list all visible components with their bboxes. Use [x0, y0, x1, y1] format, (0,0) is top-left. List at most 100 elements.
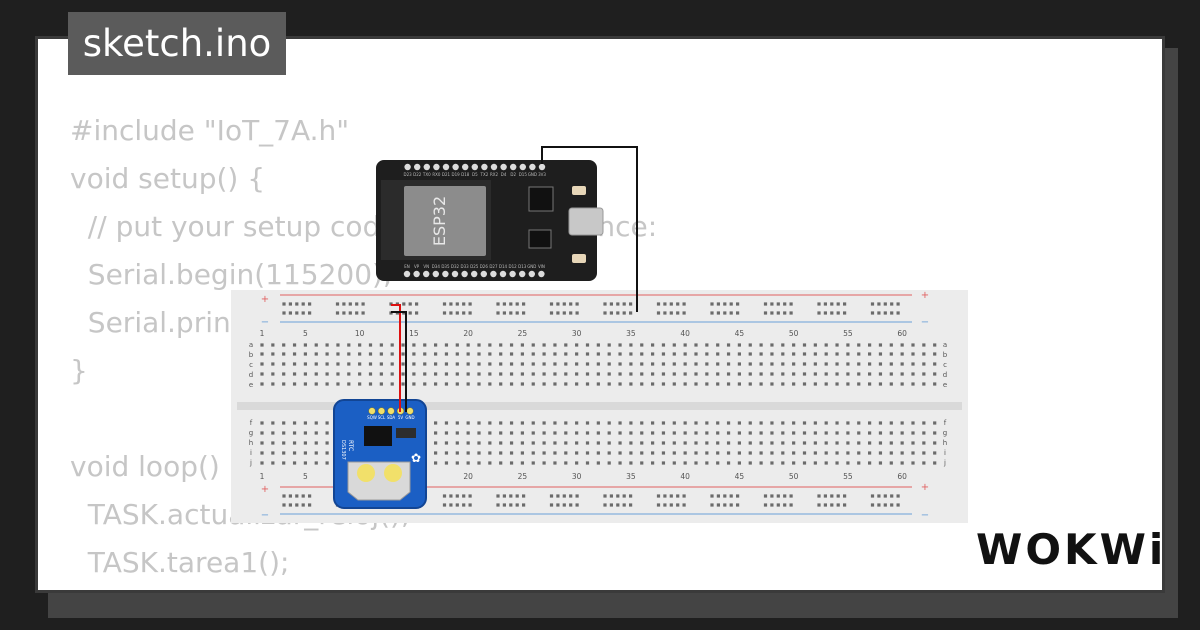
breadboard-hole[interactable]	[672, 461, 676, 465]
breadboard-hole[interactable]	[759, 372, 763, 376]
breadboard-hole[interactable]	[314, 421, 318, 425]
rail-hole[interactable]	[308, 503, 312, 507]
breadboard-hole[interactable]	[314, 362, 318, 366]
rail-hole[interactable]	[836, 311, 840, 315]
breadboard-hole[interactable]	[531, 451, 535, 455]
breadboard-hole[interactable]	[520, 461, 524, 465]
rail-hole[interactable]	[496, 311, 500, 315]
rail-hole[interactable]	[783, 494, 787, 498]
rail-hole[interactable]	[836, 302, 840, 306]
rail-hole[interactable]	[843, 302, 847, 306]
breadboard-hole[interactable]	[531, 343, 535, 347]
breadboard-hole[interactable]	[271, 441, 275, 445]
breadboard-hole[interactable]	[694, 431, 698, 435]
breadboard-hole[interactable]	[553, 343, 557, 347]
breadboard-hole[interactable]	[716, 441, 720, 445]
breadboard-hole[interactable]	[868, 372, 872, 376]
breadboard-hole[interactable]	[651, 431, 655, 435]
breadboard-hole[interactable]	[509, 431, 514, 435]
rtc-pin-scl[interactable]	[377, 407, 386, 415]
esp32-pin-d32[interactable]	[451, 270, 459, 278]
breadboard-hole[interactable]	[911, 372, 915, 376]
breadboard-hole[interactable]	[520, 382, 524, 386]
breadboard-hole[interactable]	[292, 362, 297, 366]
breadboard-hole[interactable]	[878, 431, 883, 435]
breadboard-hole[interactable]	[314, 343, 318, 347]
wire-black-rtc-gnd[interactable]	[391, 311, 407, 412]
breadboard-hole[interactable]	[271, 352, 275, 356]
breadboard-hole[interactable]	[705, 362, 709, 366]
breadboard-hole[interactable]	[889, 451, 893, 455]
rail-hole[interactable]	[616, 503, 620, 507]
breadboard-hole[interactable]	[531, 461, 535, 465]
breadboard-hole[interactable]	[640, 451, 644, 455]
breadboard-hole[interactable]	[434, 352, 438, 356]
breadboard-hole[interactable]	[488, 343, 492, 347]
esp32-pin-d19[interactable]	[452, 163, 459, 171]
breadboard-hole[interactable]	[802, 352, 807, 356]
breadboard-hole[interactable]	[434, 431, 438, 435]
breadboard-hole[interactable]	[292, 421, 297, 425]
breadboard-hole[interactable]	[282, 441, 286, 445]
rail-hole[interactable]	[890, 494, 894, 498]
esp32-pin-rx0[interactable]	[433, 163, 440, 171]
breadboard-hole[interactable]	[336, 362, 340, 366]
breadboard-hole[interactable]	[347, 343, 351, 347]
breadboard-hole[interactable]	[488, 461, 492, 465]
rail-hole[interactable]	[663, 503, 667, 507]
breadboard-hole[interactable]	[933, 431, 937, 435]
rail-hole[interactable]	[308, 494, 312, 498]
breadboard-hole[interactable]	[325, 372, 329, 376]
rail-hole[interactable]	[817, 494, 821, 498]
rail-hole[interactable]	[682, 494, 686, 498]
breadboard-hole[interactable]	[705, 343, 709, 347]
rail-hole[interactable]	[355, 311, 359, 315]
breadboard-hole[interactable]	[564, 441, 568, 445]
breadboard-hole[interactable]	[878, 421, 883, 425]
rail-hole[interactable]	[355, 302, 359, 306]
breadboard-hole[interactable]	[314, 431, 318, 435]
rail-hole[interactable]	[522, 311, 526, 315]
breadboard-hole[interactable]	[466, 451, 470, 455]
rail-hole[interactable]	[843, 311, 847, 315]
breadboard-hole[interactable]	[672, 441, 676, 445]
breadboard-hole[interactable]	[629, 421, 633, 425]
breadboard-hole[interactable]	[748, 441, 752, 445]
breadboard-hole[interactable]	[455, 362, 459, 366]
rail-hole[interactable]	[676, 302, 680, 306]
breadboard-hole[interactable]	[651, 461, 655, 465]
breadboard-hole[interactable]	[781, 441, 785, 445]
breadboard-hole[interactable]	[607, 362, 611, 366]
rail-hole[interactable]	[830, 302, 834, 306]
breadboard-hole[interactable]	[629, 382, 633, 386]
breadboard-hole[interactable]	[499, 431, 503, 435]
rail-hole[interactable]	[770, 503, 774, 507]
breadboard-hole[interactable]	[748, 461, 752, 465]
file-tab[interactable]: sketch.ino	[68, 12, 286, 75]
rail-hole[interactable]	[509, 302, 513, 306]
breadboard-hole[interactable]	[325, 431, 329, 435]
breadboard-hole[interactable]	[553, 441, 557, 445]
breadboard-hole[interactable]	[575, 451, 579, 455]
esp32-pin-d33[interactable]	[461, 270, 468, 278]
breadboard-hole[interactable]	[444, 362, 449, 366]
breadboard-hole[interactable]	[878, 382, 883, 386]
breadboard-hole[interactable]	[531, 431, 535, 435]
breadboard-hole[interactable]	[585, 382, 590, 386]
breadboard-hole[interactable]	[824, 343, 828, 347]
rail-hole[interactable]	[575, 311, 579, 315]
breadboard-hole[interactable]	[889, 352, 893, 356]
breadboard-hole[interactable]	[477, 343, 481, 347]
breadboard-hole[interactable]	[455, 451, 459, 455]
breadboard-hole[interactable]	[325, 441, 329, 445]
breadboard-hole[interactable]	[303, 421, 307, 425]
breadboard-hole[interactable]	[716, 372, 720, 376]
breadboard-hole[interactable]	[423, 382, 427, 386]
breadboard-hole[interactable]	[390, 362, 394, 366]
rail-hole[interactable]	[569, 503, 573, 507]
breadboard-hole[interactable]	[672, 352, 676, 356]
rail-hole[interactable]	[763, 503, 768, 507]
rail-hole[interactable]	[896, 311, 900, 315]
breadboard-hole[interactable]	[412, 372, 416, 376]
breadboard-hole[interactable]	[911, 461, 915, 465]
